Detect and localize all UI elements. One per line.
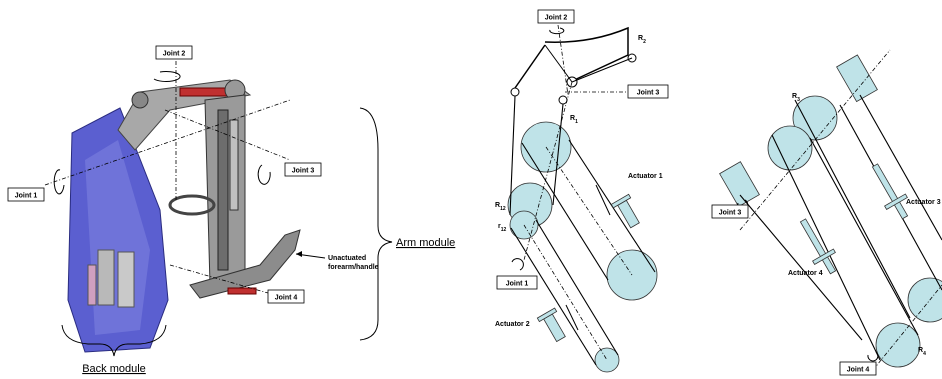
mid-actuator2 <box>536 307 566 343</box>
arm-module-brace <box>359 107 393 341</box>
mid-r12-label: R12 <box>495 202 506 212</box>
mid-pulley-right-idler <box>558 95 568 105</box>
back-motor-1 <box>97 249 115 306</box>
joint3-label: Joint 3 <box>292 168 315 175</box>
joint4-label-box <box>267 289 305 304</box>
mid-frame-left <box>514 44 546 89</box>
mid-joint2-axis <box>557 24 569 96</box>
joint2-label-box <box>155 45 193 60</box>
mid-pulley-actuator2 <box>594 347 620 373</box>
mid-frame-right <box>571 57 633 83</box>
right-pulley-lower <box>907 277 942 323</box>
mid-joint1-box <box>496 275 538 290</box>
mid-pulley-left-idler <box>510 87 520 97</box>
mid-belt-2b <box>535 219 619 356</box>
mid-r12-small-label: r12 <box>498 223 507 233</box>
joint4-axis <box>169 264 276 296</box>
right-actuator-left-head <box>719 161 760 208</box>
mid-belt-2a <box>510 227 597 366</box>
right-actuator4-label: Actuator 4 <box>788 270 823 277</box>
mid-r2-arc <box>544 26 629 83</box>
back-module-brace <box>61 324 167 357</box>
mid-r2-label: R2 <box>638 35 646 45</box>
joint3-rotation-arrow <box>257 164 271 185</box>
mid-joint1-rotation <box>511 258 524 271</box>
back-motor-3 <box>87 264 97 306</box>
mid-joint2-box <box>537 9 575 24</box>
right-actuator-top-head <box>836 54 878 103</box>
mid-actuator1-arrow <box>595 184 611 216</box>
upper-arm-rail <box>217 109 229 271</box>
mid-actuator2-arrow <box>565 304 579 331</box>
forearm-label-line1: Unactuated <box>328 255 366 262</box>
mid-actuator1-label: Actuator 1 <box>628 173 663 180</box>
mid-joint3-box <box>627 84 669 99</box>
joint2-label: Joint 2 <box>163 51 186 58</box>
joint3-label-box <box>284 162 322 177</box>
joint1-label: Joint 1 <box>15 193 38 200</box>
right-joint3-box <box>711 204 749 219</box>
forearm-label-line2: forearm/handle <box>328 264 379 271</box>
mid-joint2-rotation <box>549 27 565 35</box>
robot-rendering: Joint 2 Joint 1 Joint 3 Joint 4 Unactuat… <box>7 45 455 375</box>
forearm-pointer-head <box>296 251 302 257</box>
right-pulley-mid <box>767 125 813 171</box>
mid-joint3-label: Joint 3 <box>637 90 660 97</box>
right-joint3-axis <box>739 49 891 231</box>
joint1-label-box <box>7 187 45 202</box>
arm-cuff <box>168 194 216 216</box>
right-joint3-label: Joint 3 <box>719 210 742 217</box>
right-actuator4 <box>799 218 837 275</box>
right-belt-6 <box>859 94 942 241</box>
arm-module-label: Arm module <box>396 237 455 249</box>
right-belt-5 <box>739 194 863 341</box>
mid-joint1-axis <box>523 81 573 261</box>
mid-frame-diag <box>544 44 573 83</box>
joint1-rotation-arrow <box>53 169 65 195</box>
right-r4-label: R4 <box>918 347 926 357</box>
mid-belt-3b <box>552 103 564 206</box>
middle-schematic: Joint 2 R2 Joint 3 <box>495 9 669 373</box>
joint1-axis <box>44 99 291 186</box>
right-joint4-box <box>839 361 877 376</box>
mid-link-axis-2 <box>523 224 608 361</box>
mid-link-axis-1 <box>545 146 633 276</box>
right-joint4-label: Joint 4 <box>847 367 870 374</box>
right-schematic: Actuator 3 Actuator 4 R3 R4 Joint 3 Join… <box>711 49 942 376</box>
right-r3-label: R3 <box>792 93 800 103</box>
right-actuator3 <box>871 163 909 220</box>
joint2-rotation-arrow <box>153 70 181 82</box>
right-joint4-rotation <box>867 351 879 362</box>
back-module-label: Back module <box>82 363 146 375</box>
mid-r1-label: R1 <box>570 115 578 125</box>
mid-actuator1 <box>610 193 640 229</box>
wrist-actuator <box>227 287 257 295</box>
shoulder-joint <box>131 91 149 109</box>
arm-motor <box>229 119 239 211</box>
mid-joint2-label: Joint 2 <box>545 15 568 22</box>
mid-joint1-label: Joint 1 <box>506 281 529 288</box>
mid-belt-3a <box>509 95 516 216</box>
right-belt-2 <box>809 137 919 336</box>
right-belt-1 <box>771 134 881 361</box>
forearm-link <box>189 229 301 299</box>
right-joint4-axis <box>872 284 942 371</box>
mid-belt-1a <box>521 142 609 281</box>
right-pulley-r4 <box>875 322 921 368</box>
back-motor-2 <box>117 251 135 308</box>
mid-actuator2-label: Actuator 2 <box>495 321 530 328</box>
joint4-label: Joint 4 <box>275 295 298 302</box>
right-actuator3-label: Actuator 3 <box>906 199 941 206</box>
right-belt-4 <box>794 99 911 319</box>
